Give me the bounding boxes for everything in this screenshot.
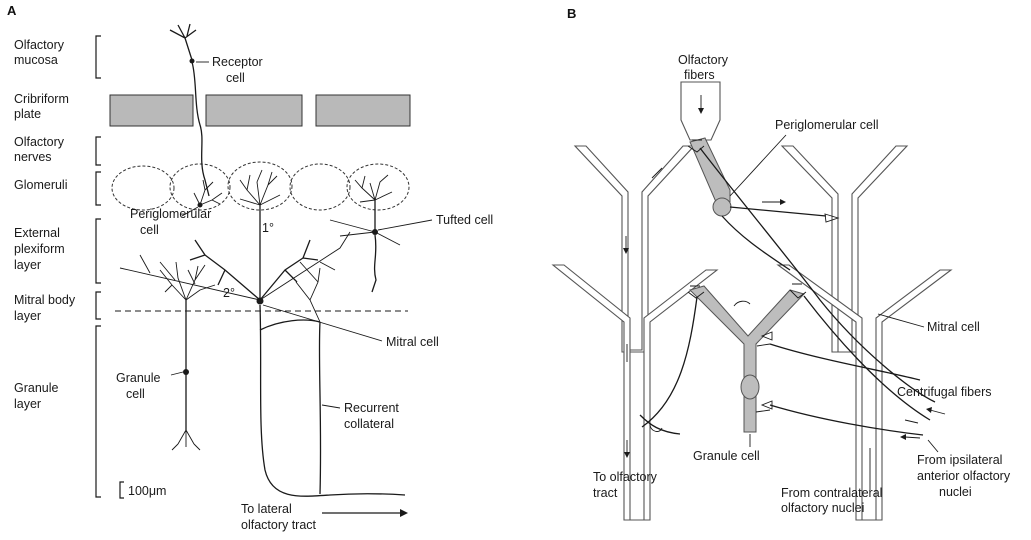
bracket-mucosa	[96, 36, 101, 78]
recurrent-collateral-label-1: Recurrent	[344, 401, 399, 415]
panel-b-letter: B	[567, 6, 576, 21]
layer-label-olfactory-nerves-1: Olfactory	[14, 135, 65, 149]
layer-label-olfactory-nerves-2: nerves	[14, 150, 52, 164]
mitral-cell-label: Mitral cell	[386, 335, 439, 349]
bracket-glomeruli	[96, 172, 101, 205]
mitral-cell-b-label: Mitral cell	[927, 320, 980, 334]
layer-label-cribriform-2: plate	[14, 107, 41, 121]
granule-cell-b-label: Granule cell	[693, 449, 760, 463]
bracket-external-plexiform	[96, 219, 101, 283]
layer-label-mitral-body-1: Mitral body	[14, 293, 76, 307]
scale-bar	[120, 482, 124, 498]
periglomerular-cell-label-1: Periglomerular	[130, 207, 211, 221]
glomerulus	[112, 166, 174, 210]
panel-a-letter: A	[7, 3, 17, 18]
granule-cell-a	[160, 262, 215, 450]
tufted-cell-label: Tufted cell	[436, 213, 493, 227]
olfactory-fibers-label-2: fibers	[684, 68, 715, 82]
contralateral-label-2: olfactory nuclei	[781, 501, 864, 515]
lateral-tract-label-2: olfactory tract	[241, 518, 317, 532]
granule-cell-label-2: cell	[126, 387, 145, 401]
layer-label-olfactory-mucosa-2: mucosa	[14, 53, 58, 67]
cribriform-plate-block-3	[316, 95, 410, 126]
secondary-dendrite-mark: 2°	[223, 286, 235, 300]
glomerulus	[347, 164, 409, 210]
glomerulus	[290, 164, 350, 210]
layer-label-glomeruli: Glomeruli	[14, 178, 68, 192]
ipsilateral-label-2: anterior olfactory	[917, 469, 1011, 483]
primary-dendrite-mark: 1°	[262, 221, 274, 235]
tufted-cell	[330, 175, 432, 292]
recurrent-collateral	[296, 262, 321, 494]
layer-label-external-plexiform-1: External	[14, 226, 60, 240]
layer-label-granule-2: layer	[14, 397, 41, 411]
recurrent-collateral-label-2: collateral	[344, 417, 394, 431]
layer-label-olfactory-mucosa-1: Olfactory	[14, 38, 65, 52]
to-olfactory-tract-label-2: tract	[593, 486, 618, 500]
granule-cell-label-1: Granule	[116, 371, 161, 385]
bracket-mitral-body	[96, 292, 101, 319]
scale-bar-label: 100μm	[128, 484, 166, 498]
layer-label-granule-1: Granule	[14, 381, 59, 395]
layer-brackets	[96, 36, 101, 497]
layer-label-external-plexiform-2: plexiform	[14, 242, 65, 256]
panel-b: B	[553, 6, 1011, 520]
cribriform-plate-block-2	[206, 95, 302, 126]
panel-a: A Olfactory mucosa Cribriform plate Olfa…	[7, 3, 493, 532]
olfactory-fibers-label-1: Olfactory	[678, 53, 729, 67]
layer-label-external-plexiform-3: layer	[14, 258, 41, 272]
ipsilateral-label-3: nuclei	[939, 485, 972, 499]
cribriform-plate-block-1	[110, 95, 193, 126]
receptor-cell-label-2: cell	[226, 71, 245, 85]
receptor-cell-label-1: Receptor	[212, 55, 263, 69]
periglomerular-cell-b	[690, 138, 731, 216]
lateral-tract-label-1: To lateral	[241, 502, 292, 516]
bracket-nerves	[96, 137, 101, 165]
layer-label-mitral-body-2: layer	[14, 309, 41, 323]
bracket-granule	[96, 326, 101, 497]
contralateral-label-1: From contralateral	[781, 486, 882, 500]
to-olfactory-tract-label-1: To olfactory	[593, 470, 658, 484]
periglomerular-cell-b-label: Periglomerular cell	[775, 118, 879, 132]
centrifugal-fibers-label: Centrifugal fibers	[897, 385, 992, 399]
layer-label-cribriform-1: Cribriform	[14, 92, 69, 106]
periglomerular-cell-label-2: cell	[140, 223, 159, 237]
ipsilateral-label-1: From ipsilateral	[917, 453, 1002, 467]
